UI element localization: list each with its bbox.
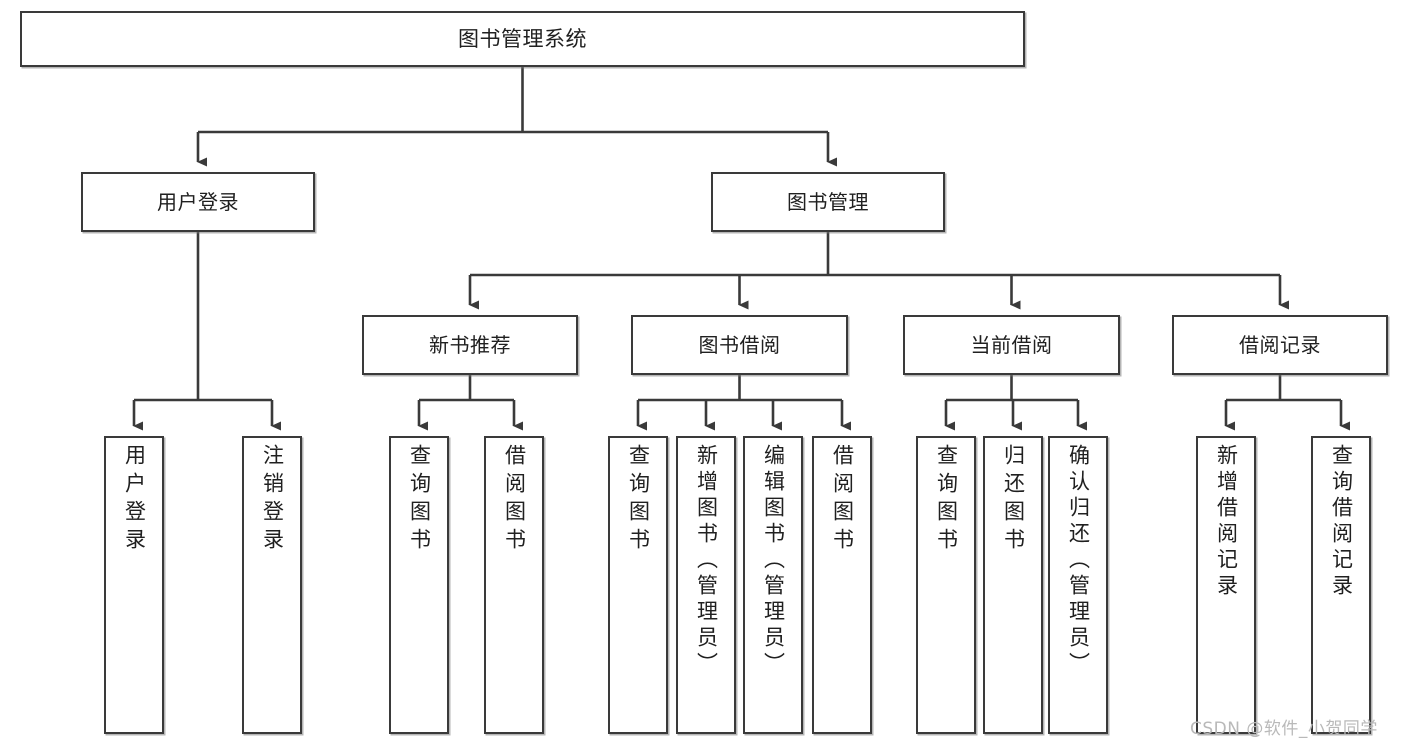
- node-label-leaf-login: 用户登录: [122, 444, 147, 556]
- node-leaf-login[interactable]: 用户登录: [104, 436, 164, 734]
- node-label-leaf-borrow-2: 借阅图书: [830, 444, 855, 556]
- node-leaf-return[interactable]: 归还图书: [983, 436, 1043, 734]
- node-leaf-borrow-2[interactable]: 借阅图书: [812, 436, 872, 734]
- node-label-leaf-return: 归还图书: [1001, 444, 1026, 556]
- node-current-borrow[interactable]: 当前借阅: [903, 315, 1120, 375]
- node-book-manage[interactable]: 图书管理: [711, 172, 945, 232]
- node-label-root: 图书管理系统: [458, 26, 587, 51]
- node-leaf-query-1[interactable]: 查询图书: [389, 436, 449, 734]
- node-label-book-manage: 图书管理: [787, 189, 869, 214]
- node-leaf-borrow-1[interactable]: 借阅图书: [484, 436, 544, 734]
- node-label-leaf-query-rec: 查询借阅记录: [1329, 444, 1354, 600]
- node-label-leaf-confirm: 确认归还（管理员）: [1066, 444, 1091, 678]
- node-label-leaf-edit-book: 编辑图书（管理员）: [761, 444, 786, 678]
- node-leaf-query-rec[interactable]: 查询借阅记录: [1311, 436, 1371, 734]
- node-label-new-book-rec: 新书推荐: [429, 332, 511, 357]
- node-leaf-add-rec[interactable]: 新增借阅记录: [1196, 436, 1256, 734]
- node-leaf-logout[interactable]: 注销登录: [242, 436, 302, 734]
- node-borrow-record[interactable]: 借阅记录: [1172, 315, 1388, 375]
- node-label-current-borrow: 当前借阅: [970, 332, 1053, 357]
- node-root[interactable]: 图书管理系统: [20, 11, 1025, 67]
- node-leaf-query-3[interactable]: 查询图书: [916, 436, 976, 734]
- node-label-leaf-add-book: 新增图书（管理员）: [694, 444, 719, 678]
- node-book-borrow[interactable]: 图书借阅: [631, 315, 848, 375]
- node-label-leaf-add-rec: 新增借阅记录: [1214, 444, 1239, 600]
- node-leaf-edit-book[interactable]: 编辑图书（管理员）: [743, 436, 803, 734]
- node-label-leaf-borrow-1: 借阅图书: [502, 444, 527, 556]
- node-label-borrow-record: 借阅记录: [1239, 332, 1321, 357]
- node-leaf-add-book[interactable]: 新增图书（管理员）: [676, 436, 736, 734]
- node-label-user-login: 用户登录: [157, 189, 239, 214]
- watermark-text: CSDN @软件_小贺同学: [1190, 719, 1378, 739]
- node-user-login[interactable]: 用户登录: [81, 172, 315, 232]
- node-label-leaf-query-3: 查询图书: [934, 444, 959, 556]
- node-leaf-query-2[interactable]: 查询图书: [608, 436, 668, 734]
- node-label-leaf-logout: 注销登录: [260, 444, 285, 556]
- node-leaf-confirm[interactable]: 确认归还（管理员）: [1048, 436, 1108, 734]
- node-label-book-borrow: 图书借阅: [698, 332, 781, 357]
- node-label-leaf-query-1: 查询图书: [407, 444, 432, 556]
- node-label-leaf-query-2: 查询图书: [626, 444, 651, 556]
- node-new-book-rec[interactable]: 新书推荐: [362, 315, 578, 375]
